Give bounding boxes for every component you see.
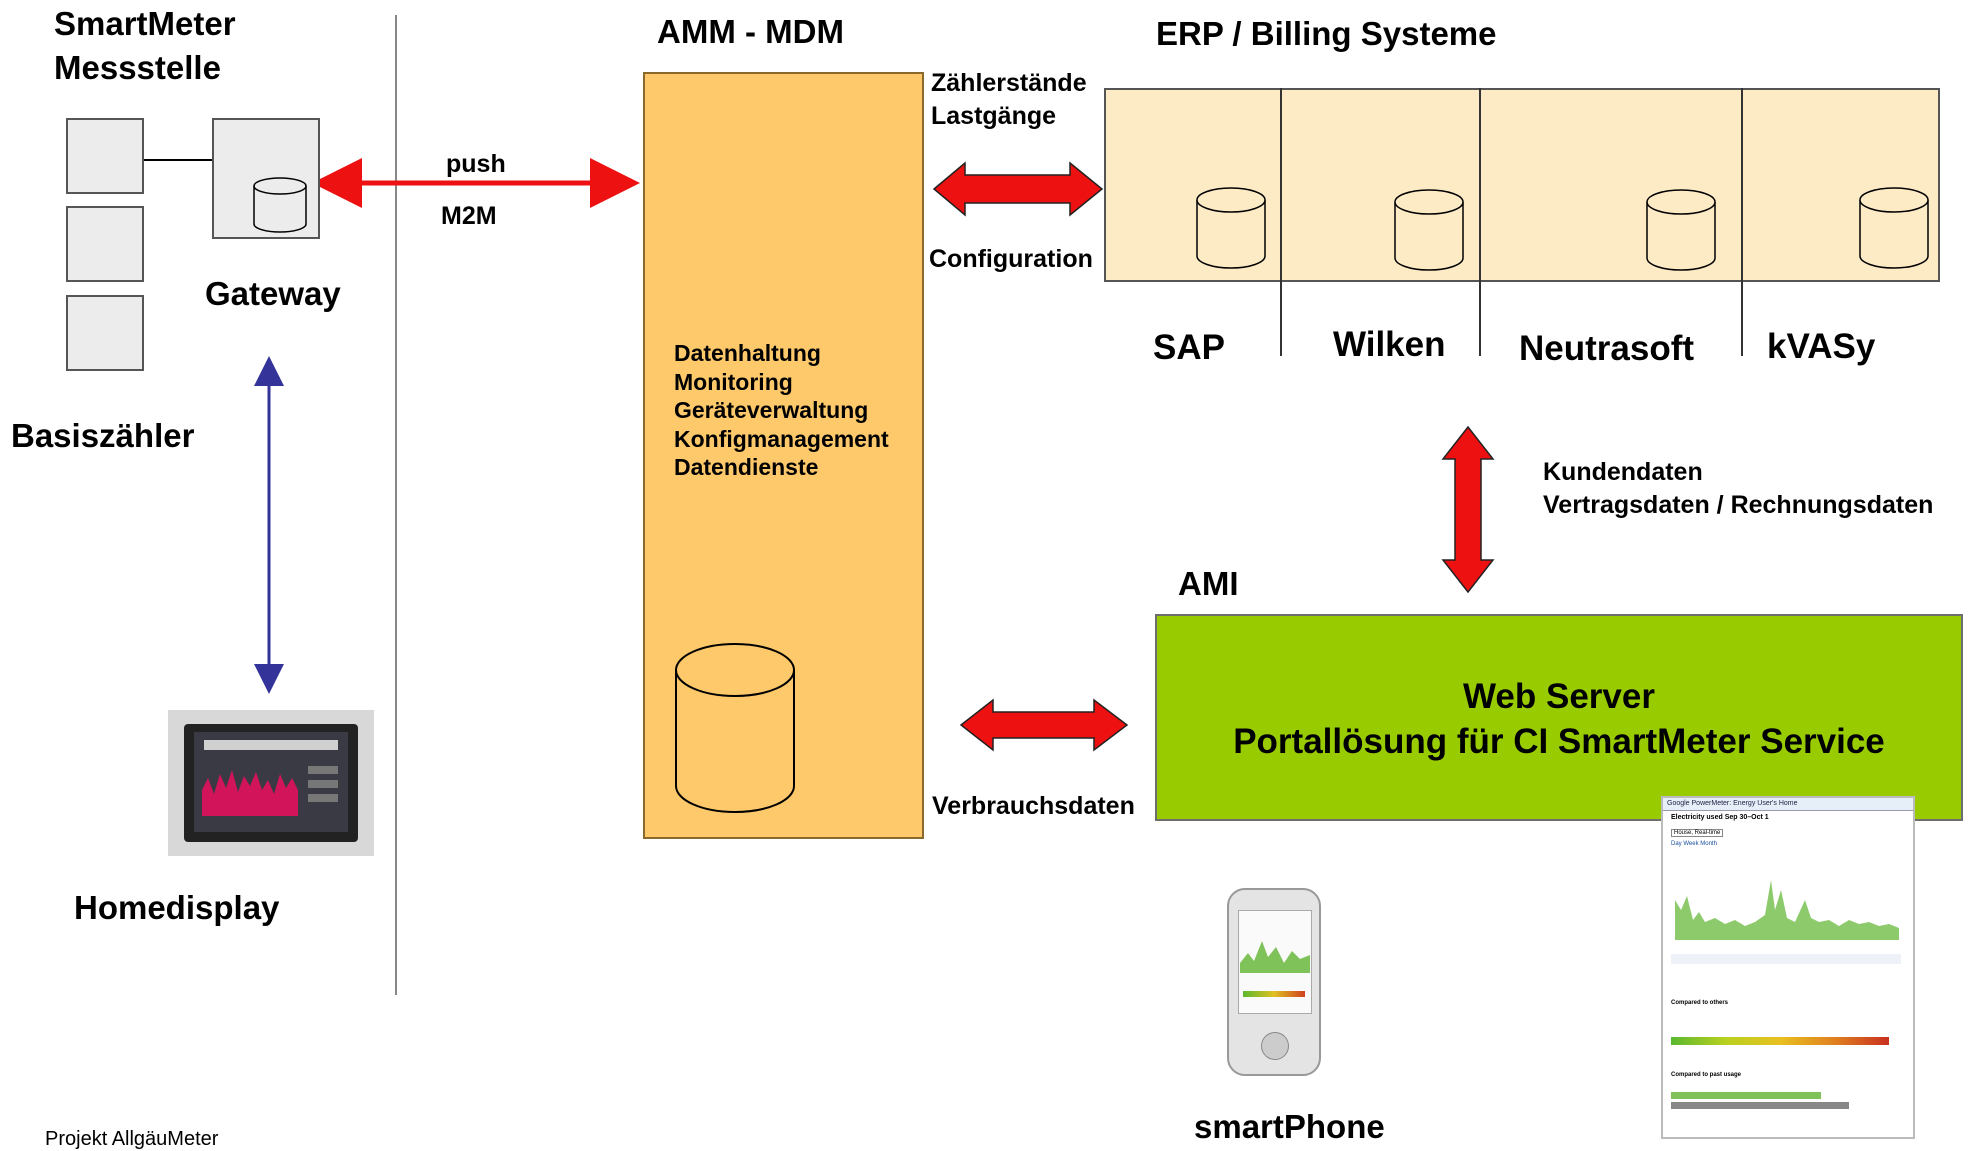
amm-function-geraeteverwaltung: Geräteverwaltung	[674, 397, 869, 423]
erp-system-kvasy: kVASy	[1767, 327, 1876, 366]
basis-meter-3	[66, 295, 144, 371]
powermeter-chart	[1675, 880, 1899, 940]
ami-box: Web Server Portallösung für CI SmartMete…	[1155, 614, 1963, 821]
amm-ami-arrow	[959, 698, 1129, 752]
smartphone-scale	[1243, 991, 1305, 997]
kundendaten-label: Kundendaten Vertragsdaten / Rechnungsdat…	[1543, 456, 1933, 522]
powermeter-compared-past: Compared to past usage	[1671, 1072, 1742, 1078]
zaehlerstaende-label: Zählerstände Lastgänge	[931, 67, 1087, 133]
neutrasoft-database-icon	[1646, 189, 1716, 271]
erp-system-wilken: Wilken	[1333, 325, 1446, 364]
basis-meter-1	[66, 118, 144, 194]
homedisplay-widget-3	[308, 794, 338, 802]
powermeter-comparison-scale	[1671, 1037, 1889, 1045]
zaehlerstaende-line1: Zählerstände	[931, 69, 1087, 97]
smartmeter-title-line2: Messstelle	[54, 49, 221, 86]
amm-erp-arrow	[932, 161, 1104, 217]
kundendaten-line2: Vertragsdaten / Rechnungsdaten	[1543, 491, 1934, 519]
gateway-database-icon	[253, 177, 307, 233]
homedisplay-header-bar	[204, 740, 338, 750]
smartmeter-title: SmartMeter Messstelle	[54, 2, 236, 90]
smartphone-image	[1227, 888, 1321, 1076]
sap-database-icon	[1196, 187, 1266, 269]
zaehlerstaende-line2: Lastgänge	[931, 102, 1057, 130]
homedisplay-widget-1	[308, 766, 338, 774]
configuration-label: Configuration	[929, 245, 1093, 273]
verbrauchsdaten-label: Verbrauchsdaten	[932, 792, 1135, 820]
erp-divider-1	[1280, 88, 1282, 356]
gateway-box	[212, 118, 320, 239]
smartphone-chart	[1240, 941, 1310, 973]
ami-text: Web Server Portallösung für CI SmartMete…	[1157, 674, 1961, 764]
powermeter-header: Google PowerMeter: Energy User's Home	[1663, 798, 1913, 811]
basiszaehler-label: Basiszähler	[11, 417, 195, 454]
footer-text: Projekt AllgäuMeter	[45, 1128, 219, 1150]
powermeter-select: House, Real-time	[1671, 829, 1724, 837]
homedisplay-frame	[184, 724, 358, 842]
amm-function-monitoring: Monitoring	[674, 368, 793, 395]
amm-database-icon	[675, 643, 795, 813]
powermeter-compared-others: Compared to others	[1671, 1000, 1729, 1006]
erp-system-neutrasoft: Neutrasoft	[1519, 329, 1695, 368]
homedisplay-widget-2	[308, 780, 338, 788]
smartmeter-title-line1: SmartMeter	[54, 5, 236, 42]
homedisplay-label: Homedisplay	[74, 889, 280, 926]
powermeter-past-bar-1	[1671, 1092, 1821, 1099]
homedisplay-screen	[194, 732, 348, 832]
erp-title: ERP / Billing Systeme	[1156, 15, 1497, 52]
push-label: push	[446, 150, 506, 178]
kvasy-database-icon	[1859, 187, 1929, 269]
ami-web-server: Web Server	[1463, 677, 1655, 716]
ami-title: AMI	[1178, 565, 1239, 602]
smartphone-screen	[1238, 910, 1312, 1014]
homedisplay-image	[168, 710, 374, 856]
amm-title: AMM - MDM	[657, 13, 844, 50]
erp-divider-3	[1741, 88, 1743, 356]
basis-meter-2	[66, 206, 144, 282]
powermeter-day-nav	[1671, 954, 1901, 964]
erp-divider-2	[1479, 88, 1481, 356]
wilken-database-icon	[1394, 189, 1464, 271]
amm-function-datendienste: Datendienste	[674, 454, 819, 480]
m2m-label: M2M	[441, 202, 497, 230]
powermeter-tabs: Day Week Month	[1671, 841, 1717, 847]
erp-ami-arrow	[1441, 425, 1495, 594]
amm-function-konfigmanagement: Konfigmanagement	[674, 425, 889, 452]
smartphone-label: smartPhone	[1194, 1108, 1385, 1145]
powermeter-usage-title: Electricity used Sep 30–Oct 1	[1671, 814, 1769, 821]
ami-portal: Portallösung für CI SmartMeter Service	[1233, 722, 1885, 761]
erp-system-sap: SAP	[1153, 328, 1225, 367]
kundendaten-line1: Kundendaten	[1543, 458, 1703, 486]
gateway-label: Gateway	[205, 275, 341, 312]
amm-box: Datenhaltung Monitoring Geräteverwaltung…	[643, 72, 924, 839]
powermeter-past-bar-2	[1671, 1102, 1849, 1109]
amm-function-datenhaltung: Datenhaltung	[674, 340, 821, 366]
amm-functions: Datenhaltung Monitoring Geräteverwaltung…	[674, 339, 889, 482]
smartphone-trackball	[1261, 1032, 1289, 1060]
powermeter-screenshot: Google PowerMeter: Energy User's Home El…	[1661, 796, 1915, 1139]
homedisplay-chart	[202, 770, 298, 816]
